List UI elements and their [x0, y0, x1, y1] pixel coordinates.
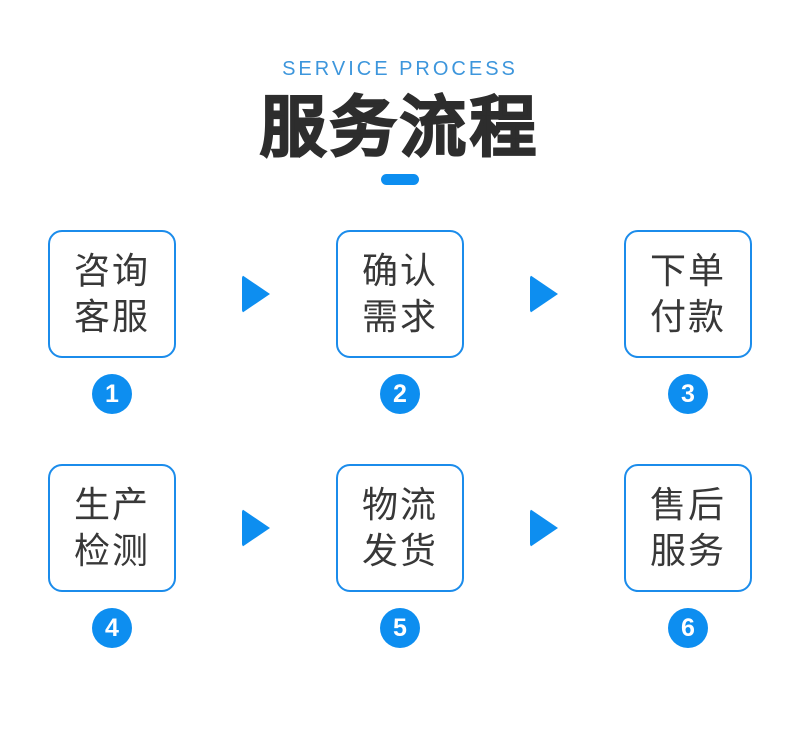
step-4-label-line2: 检测 — [73, 530, 150, 572]
flow-row-1: 咨询 客服 1 确认 需求 2 下单 付 — [0, 230, 800, 415]
step-6: 售后 服务 6 — [624, 464, 752, 649]
step-6-label-line2: 服务 — [649, 530, 726, 572]
step-6-number-badge: 6 — [668, 608, 708, 649]
step-4-number-badge: 4 — [92, 608, 132, 649]
title-underline-dash — [381, 174, 419, 186]
step-5-label-line1: 物流 — [361, 483, 438, 525]
step-4: 生产 检测 4 — [48, 464, 176, 649]
step-5-number-badge: 5 — [380, 608, 420, 649]
arrow-right-icon — [530, 275, 558, 314]
step-3-label-line1: 下单 — [649, 249, 726, 291]
step-3-label-line2: 付款 — [649, 296, 726, 338]
arrow-gap — [464, 464, 624, 592]
arrow-gap — [176, 230, 336, 358]
page-header: SERVICE PROCESS 服务流程 — [0, 58, 800, 186]
step-3-box: 下单 付款 — [624, 230, 752, 359]
process-flow: 咨询 客服 1 确认 需求 2 下单 付 — [0, 230, 800, 649]
step-1: 咨询 客服 1 — [48, 230, 176, 415]
step-2-label-line1: 确认 — [361, 249, 438, 291]
arrow-right-icon — [242, 509, 270, 548]
step-5-label-line2: 发货 — [361, 530, 438, 572]
step-6-label-line1: 售后 — [649, 483, 726, 525]
flow-row-2: 生产 检测 4 物流 发货 5 售后 服 — [0, 464, 800, 649]
step-6-box: 售后 服务 — [624, 464, 752, 593]
step-2: 确认 需求 2 — [336, 230, 464, 415]
step-2-number-badge: 2 — [380, 374, 420, 415]
step-1-number-badge: 1 — [92, 374, 132, 415]
step-1-label-line2: 客服 — [73, 296, 150, 338]
step-4-box: 生产 检测 — [48, 464, 176, 593]
step-1-label-line1: 咨询 — [73, 249, 150, 291]
step-4-label-line1: 生产 — [73, 483, 150, 525]
step-5-box: 物流 发货 — [336, 464, 464, 593]
step-5: 物流 发货 5 — [336, 464, 464, 649]
arrow-gap — [464, 230, 624, 358]
arrow-gap — [176, 464, 336, 592]
step-2-box: 确认 需求 — [336, 230, 464, 359]
subtitle-english: SERVICE PROCESS — [282, 58, 518, 80]
step-2-label-line2: 需求 — [361, 296, 438, 338]
page-title: 服务流程 — [259, 90, 540, 164]
step-3: 下单 付款 3 — [624, 230, 752, 415]
arrow-right-icon — [530, 509, 558, 548]
arrow-right-icon — [242, 275, 270, 314]
step-1-box: 咨询 客服 — [48, 230, 176, 359]
step-3-number-badge: 3 — [668, 374, 708, 415]
